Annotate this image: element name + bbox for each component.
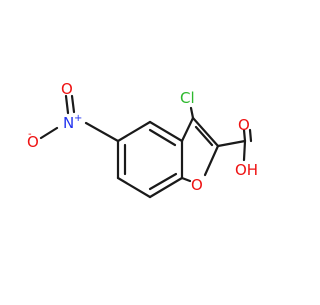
structure-svg: Cl O O OH N + O O - [27, 80, 258, 199]
bond-n-o-top [64, 94, 70, 115]
bond-c3-c2-double [194, 125, 214, 147]
bond-c6-c7-double [148, 172, 178, 191]
molecule-diagram: Cl O O OH N + O O - [27, 80, 258, 199]
bond-c-oh [242, 139, 247, 162]
bond-c3a-c3 [180, 116, 195, 143]
bond-n-o-left [39, 126, 59, 140]
bond-c3a-c4 [116, 120, 152, 143]
charge-n-plus: + [74, 113, 82, 124]
bond-c2-o1 [203, 144, 220, 177]
atom-o-ring: O [191, 176, 203, 194]
bond-c5-c6 [116, 176, 152, 199]
bond-c7a-c3a [148, 120, 184, 143]
bond-c3-cl [189, 106, 195, 120]
bond-c-o-carbonyl-double [248, 128, 253, 143]
atom-cl: Cl [180, 89, 195, 107]
atom-o-nitro-left: O [27, 133, 39, 151]
bond-o1-c7a [180, 176, 192, 183]
bond-c3-c2 [191, 116, 220, 148]
bond-c7a-c3a-double [148, 128, 177, 147]
bond-n-o-top-double [70, 94, 76, 114]
charge-o-minus: - [28, 129, 32, 140]
atom-oh: OH [235, 161, 258, 179]
bond-c6-c7 [148, 176, 184, 199]
bond-c5-n [84, 121, 120, 143]
atom-o-nitro-top: O [61, 80, 73, 98]
bond-c2-ccarboxyl [216, 139, 247, 148]
bond-c-o-carbonyl [242, 128, 247, 143]
atom-n-nitro: N [63, 114, 74, 132]
atom-o-carbonyl: O [238, 116, 250, 134]
